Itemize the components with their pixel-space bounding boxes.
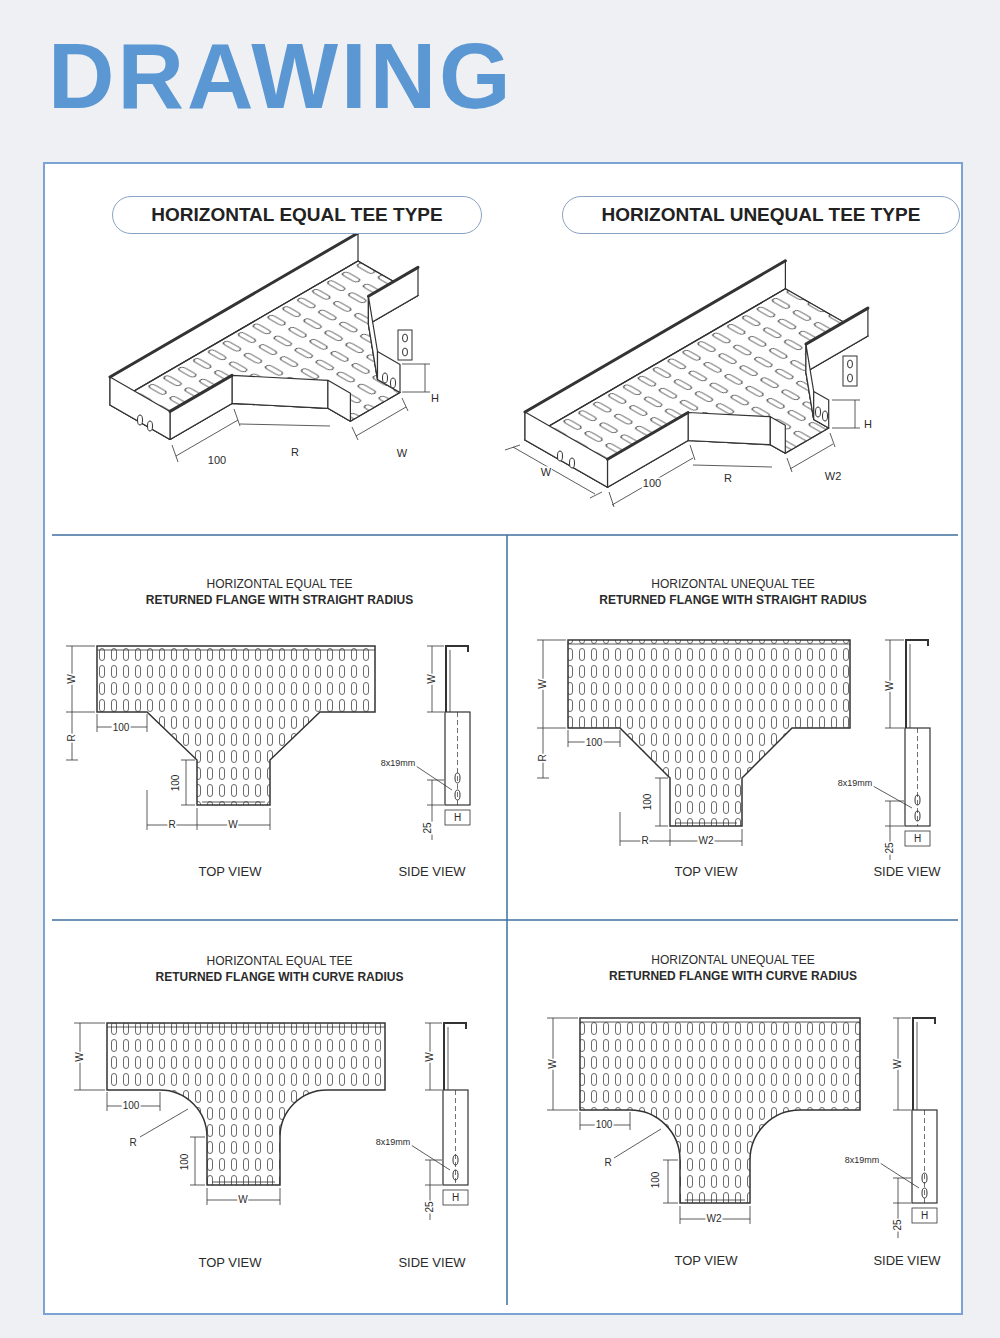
dimension-label: 100 [122, 1101, 141, 1111]
drawing-panel: HORIZONTAL UNEQUAL TEE RETURNED FLANGE WI… [508, 536, 958, 919]
dimension-label: 8x19mm [380, 759, 417, 768]
dimension-label: 25 [425, 1200, 435, 1213]
dimension-label: 25 [423, 821, 433, 834]
dimension-label: W2 [698, 836, 715, 846]
dimension-label: 25 [893, 1218, 903, 1231]
dimension-label: 100 [171, 774, 181, 793]
dimension-label: W2 [706, 1214, 723, 1224]
dimension-label: 25 [885, 841, 895, 854]
dimension-label: H [453, 813, 462, 823]
dimension-label: W [75, 1051, 85, 1062]
panel-heading: HORIZONTAL UNEQUAL TEE [508, 577, 958, 591]
view-label: TOP VIEW [197, 1256, 262, 1269]
dimension-label: 100 [180, 1153, 190, 1172]
dimension-label: R [538, 753, 548, 762]
dimension-label: W [425, 1051, 435, 1062]
view-label: SIDE VIEW [872, 1254, 941, 1267]
view-label: TOP VIEW [673, 865, 738, 878]
dimension-label: 8x19mm [844, 1156, 881, 1165]
dimension-label: W [548, 1058, 558, 1069]
dimension-label: 100 [595, 1120, 614, 1130]
panel-subheading: RETURNED FLANGE WITH CURVE RADIUS [508, 969, 958, 983]
dimension-label: R [290, 447, 300, 458]
dimension-label: 8x19mm [837, 779, 874, 788]
dimension-label: H [451, 1193, 460, 1203]
panel-heading: HORIZONTAL EQUAL TEE [53, 577, 506, 591]
view-label: SIDE VIEW [397, 1256, 466, 1269]
dimension-label: R [723, 473, 733, 484]
dimension-label: 100 [112, 723, 131, 733]
dimension-label: 100 [651, 1171, 661, 1190]
tee-type-badge: HORIZONTAL UNEQUAL TEE TYPE [562, 196, 960, 234]
dimension-label: W [885, 680, 895, 691]
dimension-label: 8x19mm [375, 1138, 412, 1147]
dimension-label: W [67, 673, 77, 684]
dimension-label: R [67, 733, 77, 742]
dimension-label: W2 [824, 471, 843, 482]
tee-type-title: HORIZONTAL UNEQUAL TEE TYPE [602, 204, 921, 226]
dimension-label: H [920, 1211, 929, 1221]
dimension-label: 100 [207, 455, 227, 466]
panel-subheading: RETURNED FLANGE WITH CURVE RADIUS [53, 970, 506, 984]
page-title: DRAWING [48, 30, 514, 122]
view-label: TOP VIEW [673, 1254, 738, 1267]
dimension-label: H [430, 393, 440, 404]
view-label: TOP VIEW [197, 865, 262, 878]
dimension-label: 100 [585, 738, 604, 748]
dimension-label: R [167, 820, 176, 830]
dimension-label: R [128, 1138, 137, 1148]
dimension-label: W [538, 678, 548, 689]
panel-subheading: RETURNED FLANGE WITH STRAIGHT RADIUS [508, 593, 958, 607]
view-label: SIDE VIEW [397, 865, 466, 878]
dimension-label: H [863, 419, 873, 430]
panel-subheading: RETURNED FLANGE WITH STRAIGHT RADIUS [53, 593, 506, 607]
tee-type-title: HORIZONTAL EQUAL TEE TYPE [151, 204, 442, 226]
dimension-label: W [227, 820, 238, 830]
drawing-panel: HORIZONTAL EQUAL TEE RETURNED FLANGE WITH… [53, 921, 506, 1304]
dimension-label: W [893, 1058, 903, 1069]
panel-heading: HORIZONTAL EQUAL TEE [53, 954, 506, 968]
dimension-label: W [396, 448, 408, 459]
dimension-label: 100 [643, 793, 653, 812]
dimension-label: W [427, 673, 437, 684]
drawing-panel: HORIZONTAL UNEQUAL TEE RETURNED FLANGE WI… [508, 921, 958, 1304]
tee-type-badge: HORIZONTAL EQUAL TEE TYPE [112, 196, 482, 234]
view-label: SIDE VIEW [872, 865, 941, 878]
panel-heading: HORIZONTAL UNEQUAL TEE [508, 953, 958, 967]
dimension-label: H [913, 834, 922, 844]
dimension-label: 100 [642, 478, 662, 489]
dimension-label: R [640, 836, 649, 846]
dimension-label: R [603, 1158, 612, 1168]
dimension-label: W [237, 1195, 248, 1205]
dimension-label: W [540, 467, 552, 478]
